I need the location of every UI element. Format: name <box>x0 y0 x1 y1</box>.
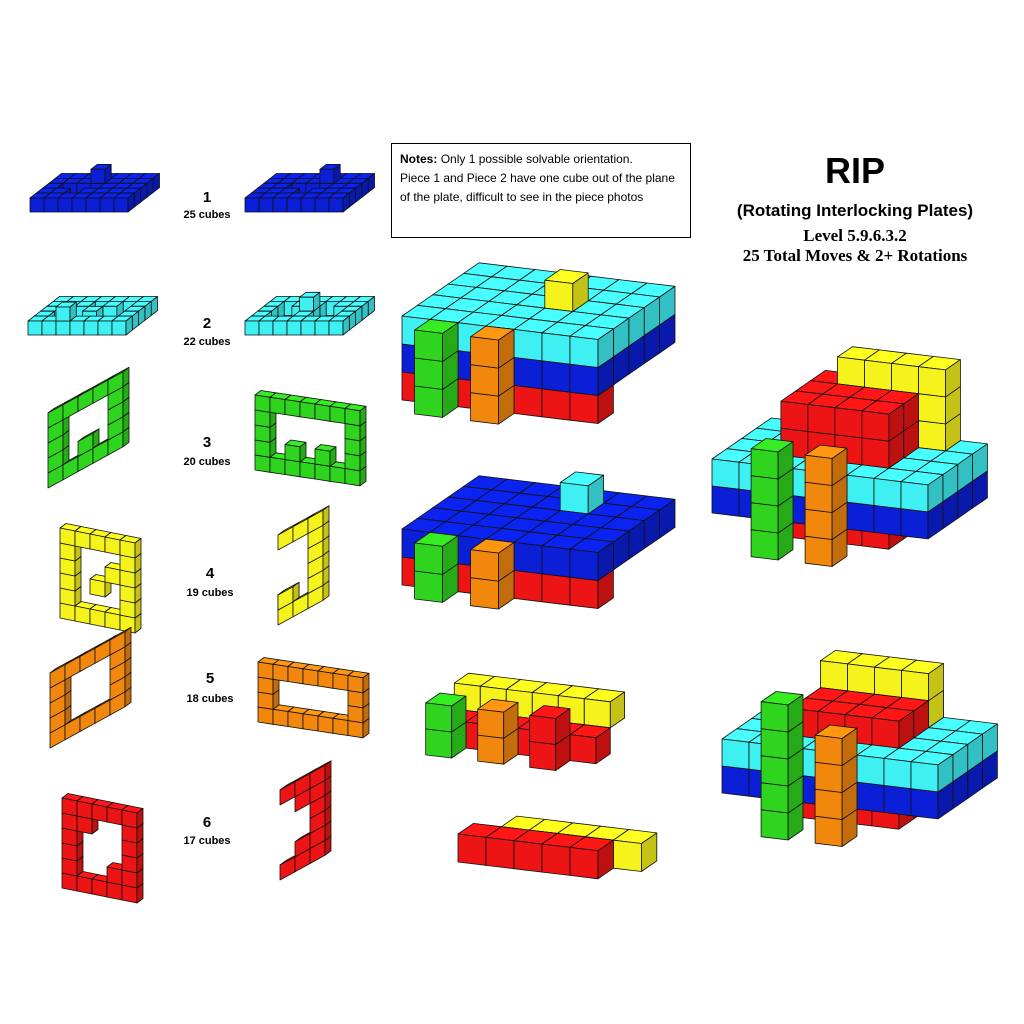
piece-2-number: 2 <box>202 315 212 332</box>
assembly-view-1 <box>401 262 676 425</box>
piece-2-view-a <box>27 296 158 336</box>
piece-1-number: 1 <box>202 189 212 206</box>
piece-6-view-a <box>61 793 144 904</box>
notes-line-1: Only 1 possible solvable orientation. <box>440 152 633 166</box>
assembly-view-2 <box>401 471 676 610</box>
piece-5-view-b <box>257 657 370 739</box>
piece-1-view-a <box>29 163 160 213</box>
moves-text: 25 Total Moves & 2+ Rotations <box>742 246 968 265</box>
piece-5-number: 5 <box>205 670 215 687</box>
piece-4-view-b <box>277 505 330 626</box>
notes-label: Notes: <box>400 152 438 166</box>
assembly-view-4 <box>457 815 658 880</box>
piece-3-cube-count: 20 cubes <box>183 456 231 468</box>
piece-4-number: 4 <box>205 565 215 582</box>
piece-3-number: 3 <box>202 434 212 451</box>
piece-6-view-b <box>279 760 332 881</box>
piece-5-view-a <box>49 626 132 749</box>
piece-1-view-b <box>244 163 375 213</box>
assembled-view-1 <box>711 346 988 567</box>
page-subtitle: (Rotating Interlocking Plates) <box>736 201 974 220</box>
notes-line-2: Piece 1 and Piece 2 have one cube out of… <box>400 171 675 204</box>
piece-2-cube-count: 22 cubes <box>183 336 231 348</box>
piece-6-number: 6 <box>202 814 212 831</box>
piece-4-view-a <box>59 523 142 634</box>
notes-box: Notes: Only 1 possible solvable orientat… <box>391 143 691 238</box>
piece-5-cube-count: 18 cubes <box>186 693 234 705</box>
level-text: Level 5.9.6.3.2 <box>803 226 907 245</box>
assembly-view-3 <box>425 672 625 771</box>
piece-6-cube-count: 17 cubes <box>183 835 231 847</box>
piece-3-view-b <box>254 390 367 487</box>
piece-2-view-b <box>244 291 375 336</box>
piece-4-cube-count: 19 cubes <box>186 587 234 599</box>
piece-1-cube-count: 25 cubes <box>183 209 231 221</box>
piece-3-view-a <box>47 366 130 489</box>
assembled-view-2 <box>721 650 998 847</box>
page-title: RIP <box>824 150 885 191</box>
